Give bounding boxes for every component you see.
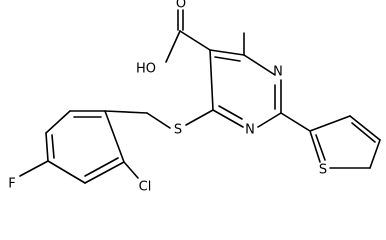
bond-s-ch2 (146, 112, 171, 129)
chlorine-label: Cl (139, 180, 152, 195)
bond-cooh-ring (179, 30, 211, 51)
ring-nitrogen-top-label: N (273, 65, 283, 80)
bond-ch2-aryl (104, 110, 148, 114)
ring-nitrogen-bottom-label: N (245, 123, 255, 138)
bond-c2-n3 (257, 112, 282, 128)
bond-c5-c6-inner (214, 56, 241, 62)
bond-c4-s (185, 109, 214, 126)
molecular-structure-diagram: HO O N N S S Cl F (8, 0, 381, 195)
bond-c-f (19, 160, 49, 177)
thiophene-sulfur-label: S (319, 163, 327, 178)
bonds (19, 9, 381, 184)
bond-thiophene-3-inner (351, 122, 376, 143)
bond-n3-c4 (212, 109, 244, 128)
hydroxyl-label: HO (136, 62, 156, 77)
bond-benzene-5-inner (84, 157, 119, 177)
bond-c4-c5 (209, 49, 214, 111)
molecule-canvas: HO O N N S S Cl F (8, 0, 381, 195)
bond-c5-c6 (209, 49, 245, 56)
bond-benzene-4 (47, 160, 86, 184)
bond-benzene-2 (45, 110, 71, 134)
bond-n3-c4-inner (218, 105, 243, 120)
bond-benzene-6 (104, 110, 125, 163)
bond-c-cl (123, 161, 139, 179)
bond-benzene-3 (45, 132, 49, 162)
bond-c2-thiophene (280, 112, 311, 132)
bond-thiophene-1-inner (315, 134, 326, 161)
bond-thiophene-1 (309, 130, 321, 163)
thioether-sulfur-label: S (174, 123, 182, 138)
bond-thiophene-3 (349, 115, 381, 141)
bond-benzene-3-inner (51, 134, 55, 159)
fluorine-label: F (8, 177, 15, 192)
bond-thiophene-2 (309, 115, 351, 132)
bond-thiophene-4 (369, 139, 381, 169)
bond-benzene-5 (84, 161, 125, 184)
carbonyl-oxygen-label: O (176, 0, 186, 12)
bond-c-oh (165, 30, 181, 63)
atom-labels: HO O N N S S Cl F (8, 0, 327, 195)
bond-c6-n1 (243, 54, 276, 76)
